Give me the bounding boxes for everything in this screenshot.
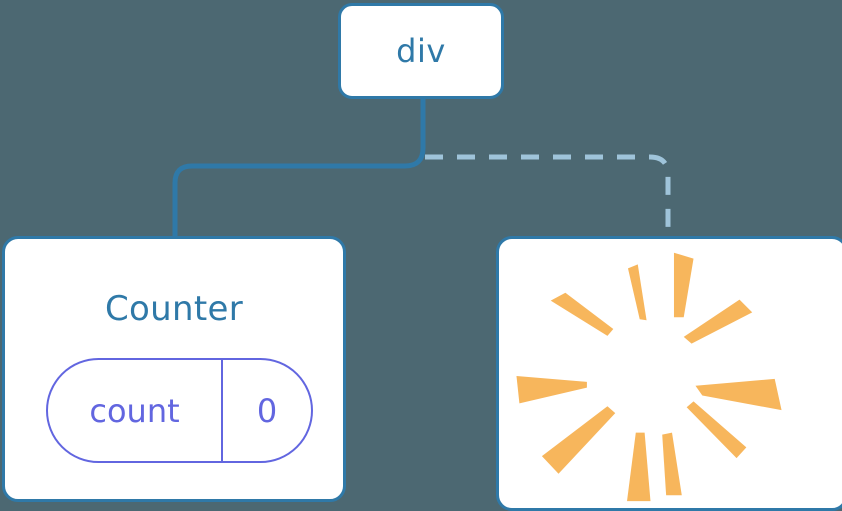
edge-root-to-sunburst — [425, 154, 671, 237]
sunburst-ray-5 — [516, 375, 587, 404]
node-div-label: div — [396, 32, 446, 70]
sunburst-ray-6 — [695, 378, 782, 411]
sunburst-ray-7 — [541, 406, 616, 474]
sunburst-ray-3 — [550, 292, 614, 336]
node-counter-title: Counter — [105, 289, 243, 329]
sunburst-ray-9 — [627, 432, 651, 502]
sunburst-ray-8 — [686, 401, 747, 459]
sunburst-ray-4 — [683, 299, 753, 344]
sunburst-icon — [516, 252, 782, 502]
state-pill-value: 0 — [256, 391, 278, 430]
node-counter[interactable]: Counter count 0 — [2, 236, 346, 502]
sunburst-ray-1 — [673, 252, 694, 318]
node-div[interactable]: div — [338, 3, 504, 99]
node-sunburst[interactable] — [496, 236, 842, 511]
sunburst-ray-10 — [662, 432, 682, 496]
sunburst-ray-2 — [627, 264, 647, 321]
edge-root-to-counter — [172, 98, 426, 239]
state-pill-count[interactable]: count 0 — [46, 358, 313, 463]
state-pill-key: count — [48, 360, 223, 461]
